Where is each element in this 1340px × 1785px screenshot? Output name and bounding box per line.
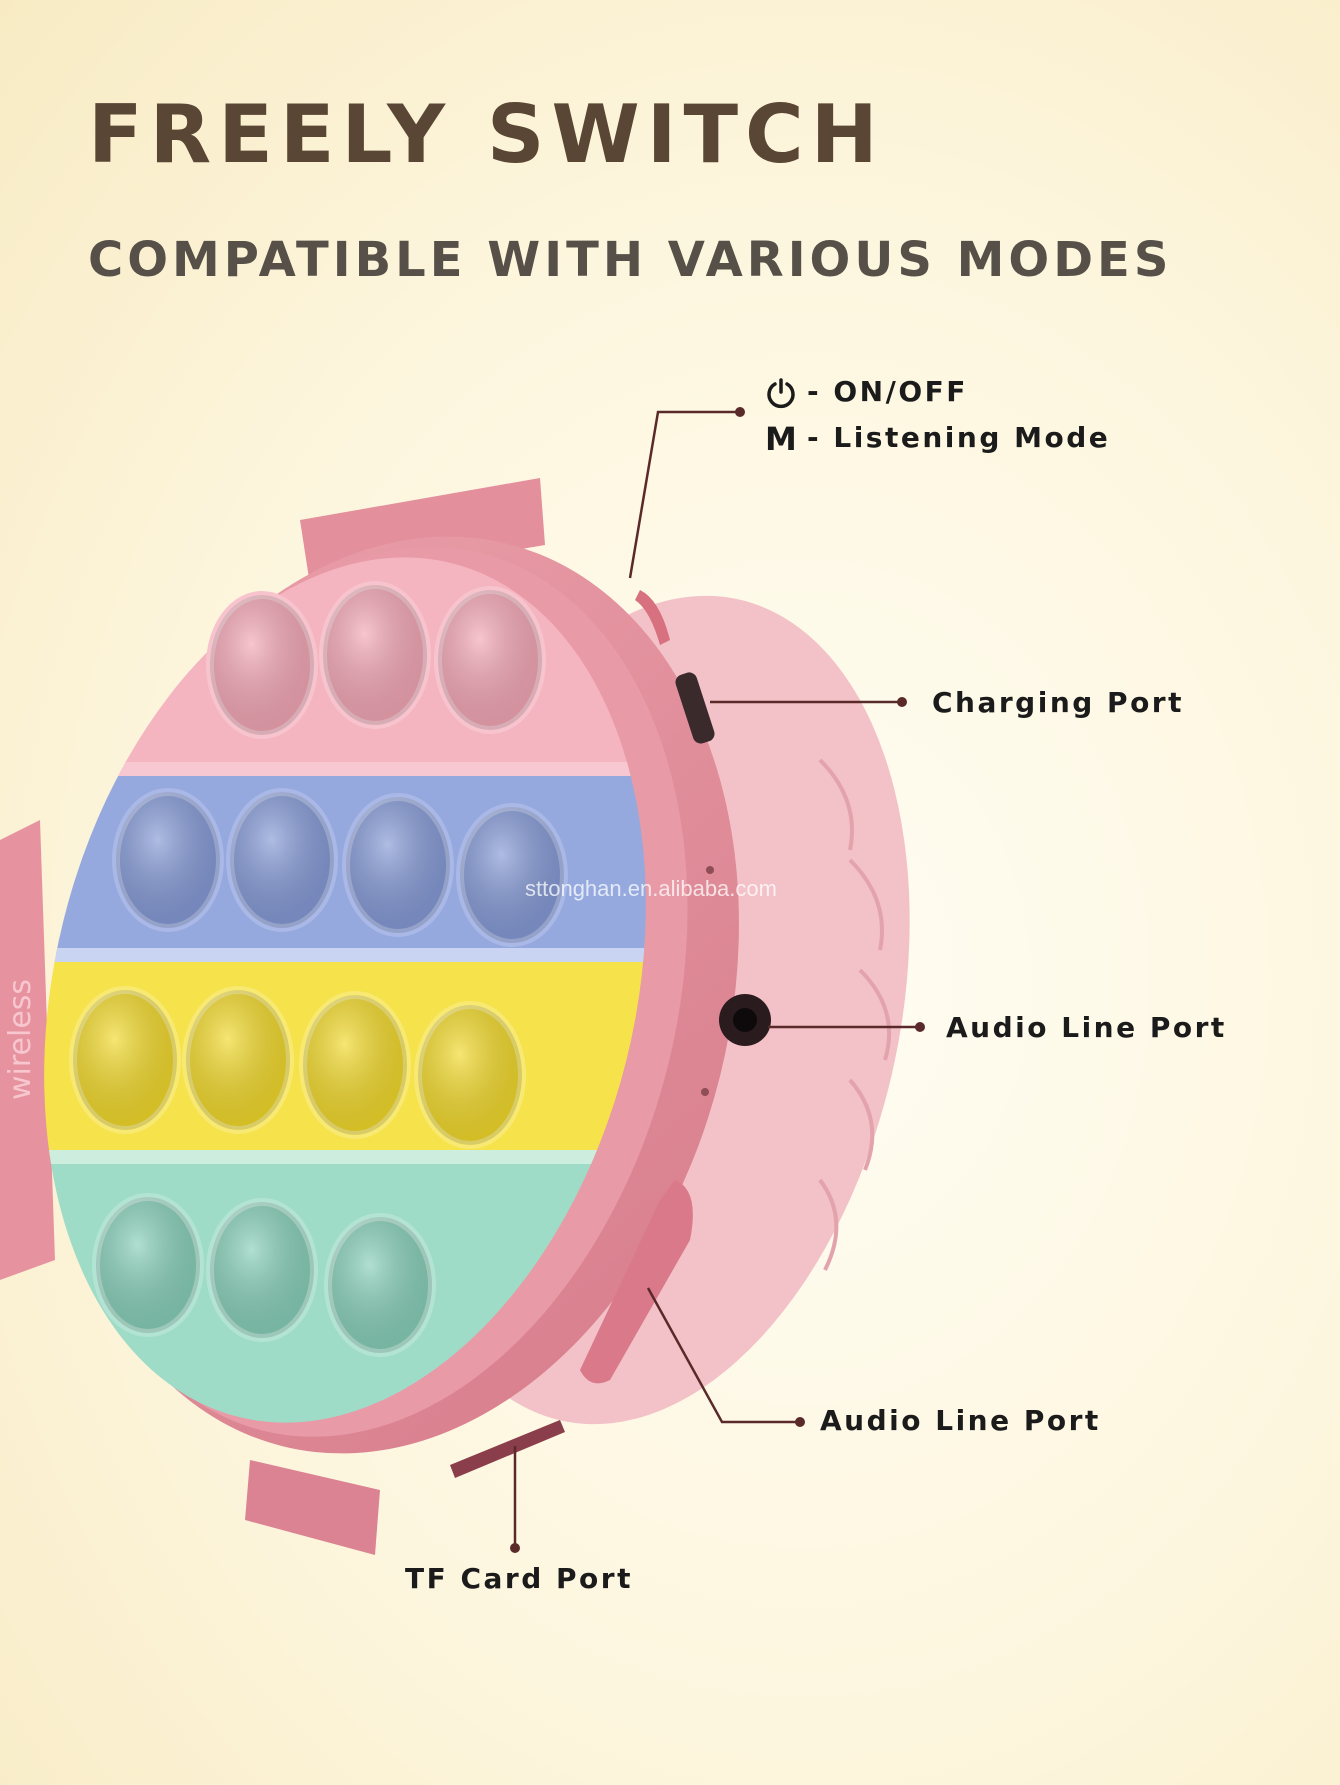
pop-bubbles	[69, 581, 568, 1357]
label-tf-card: TF Card Port	[405, 1562, 633, 1595]
mic-hole	[706, 866, 714, 874]
label-power-text: - ON/OFF	[807, 375, 968, 408]
subheadline: COMPATIBLE WITH VARIOUS MODES	[88, 232, 1173, 288]
cushion-ridges	[818, 758, 892, 1271]
label-audio-line-1: Audio Line Port	[946, 1011, 1227, 1044]
mode-letter: M	[765, 420, 800, 458]
label-mode: M- Listening Mode	[765, 420, 1110, 458]
power-mode-button	[635, 590, 670, 645]
headband-left	[0, 820, 55, 1280]
power-icon	[765, 377, 807, 409]
volume-rocker	[580, 1180, 693, 1384]
label-mode-text: - Listening Mode	[807, 421, 1111, 454]
led-hole	[701, 1088, 709, 1096]
headband-text: wireless	[3, 979, 38, 1100]
label-power: - ON/OFF	[765, 375, 968, 409]
watermark: sttonghan.en.alibaba.com	[525, 876, 777, 901]
label-charging: Charging Port	[932, 686, 1185, 719]
headband-bottom	[245, 1460, 380, 1555]
charging-port-slot	[675, 672, 715, 744]
headline: FREELY SWITCH	[88, 88, 885, 181]
tf-card-slot	[450, 1420, 565, 1478]
label-audio-line-2: Audio Line Port	[820, 1404, 1101, 1437]
